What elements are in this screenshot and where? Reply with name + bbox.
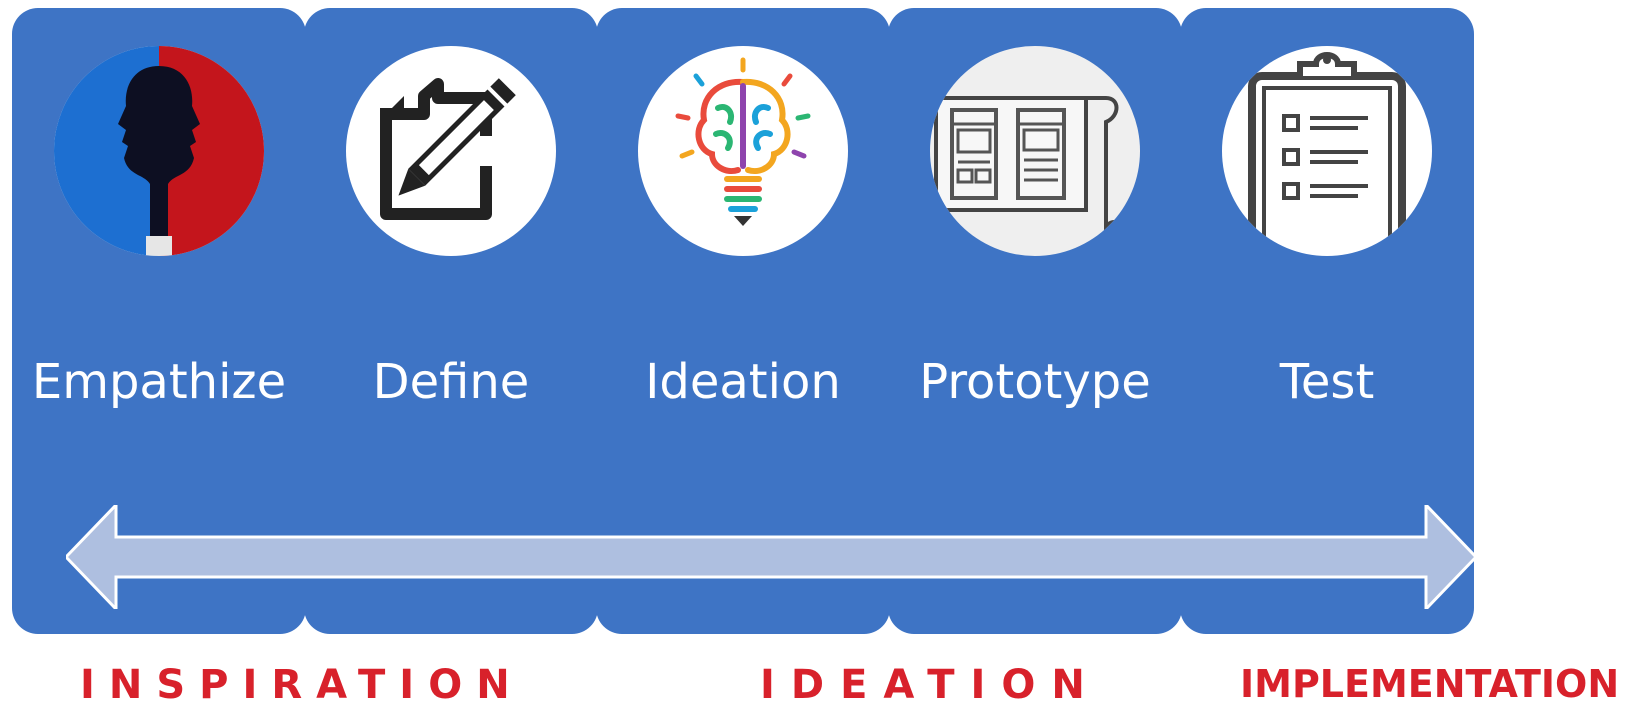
two-faces-icon bbox=[54, 46, 264, 256]
stage-label: Empathize bbox=[31, 354, 287, 410]
stage-card-define: Define bbox=[304, 8, 598, 634]
stage-label: Ideation bbox=[645, 354, 841, 410]
stage-label: Define bbox=[372, 354, 530, 410]
clipboard-checklist-icon bbox=[1222, 46, 1432, 256]
brain-lightbulb-icon bbox=[638, 46, 848, 256]
stage-label: Prototype bbox=[919, 354, 1151, 410]
double-arrow-icon bbox=[66, 505, 1476, 609]
phase-label-ideation: IDEATION bbox=[760, 662, 1101, 708]
wireframe-blueprint-icon bbox=[930, 46, 1140, 256]
stage-card-ideation: Ideation bbox=[596, 8, 890, 634]
phase-label-inspiration: INSPIRATION bbox=[80, 662, 524, 708]
stage-card-empathize: Empathize bbox=[12, 8, 306, 634]
stage-label: Test bbox=[1279, 354, 1375, 410]
phase-label-implementation: IMPLEMENTATION bbox=[1240, 662, 1620, 706]
document-pencil-icon bbox=[346, 46, 556, 256]
stage-card-prototype: Prototype bbox=[888, 8, 1182, 634]
